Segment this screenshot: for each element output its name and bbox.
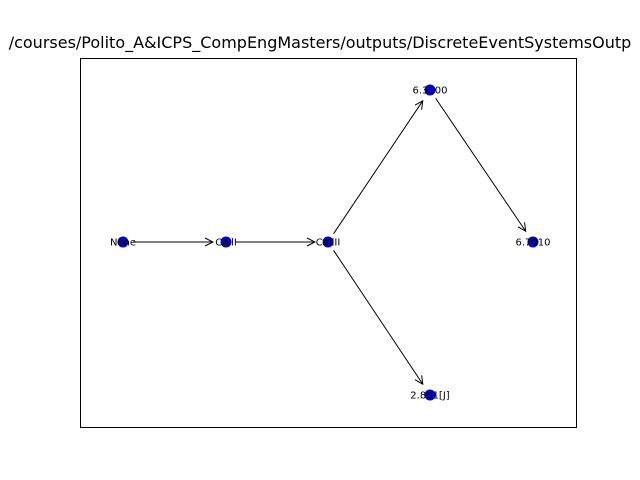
edges-group — [133, 97, 526, 384]
node-n67010 — [527, 236, 539, 248]
node-label-callii: CallII — [316, 238, 341, 249]
node-n2801 — [424, 389, 436, 401]
node-label-n67010: 6.7010 — [516, 238, 551, 249]
node-none — [117, 236, 129, 248]
node-label-n63100: 6.3100 — [413, 86, 448, 97]
nodes-group: None CallI CallII 6.3100 6.7010 2.801[J] — [110, 84, 551, 402]
node-label-n2801: 2.801[J] — [410, 391, 449, 402]
node-label-none: None — [110, 238, 136, 249]
node-callii — [322, 236, 334, 248]
node-n63100 — [424, 84, 436, 96]
edge-callii-to-n2801 — [333, 250, 423, 384]
node-label-call: CallI — [215, 238, 237, 249]
node-call — [220, 236, 232, 248]
edge-callii-to-n63100 — [333, 101, 423, 234]
edge-n63100-to-n67010 — [435, 97, 526, 231]
figure-title: /courses/Polito_A&ICPS_CompEngMasters/ou… — [8, 33, 632, 52]
plot-frame — [80, 58, 577, 428]
